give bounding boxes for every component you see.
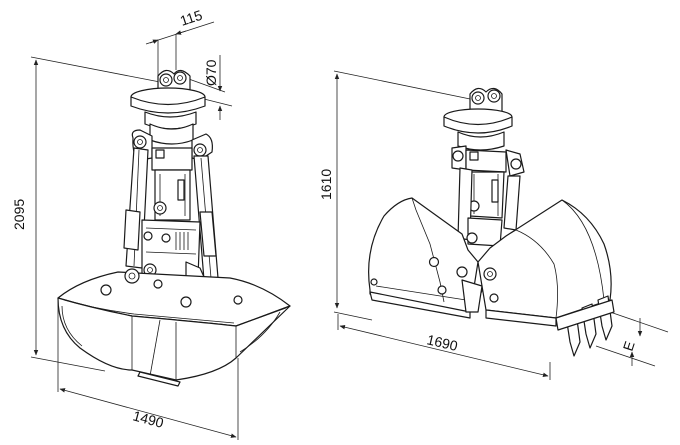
label-length: 1690 — [425, 331, 459, 354]
dimension-1490 — [57, 298, 239, 440]
central-column — [153, 169, 191, 221]
label-tooth-pitch: E — [620, 339, 638, 353]
label-pin-offset: 115 — [178, 7, 204, 29]
label-overall-width: 1490 — [131, 407, 165, 431]
open-grab-drawing — [30, 21, 291, 440]
label-closed-height: 1610 — [318, 169, 334, 200]
dimension-115 — [145, 21, 215, 76]
closed-shell-left — [368, 197, 479, 319]
suspension-eye-closed — [469, 87, 503, 113]
column-closed — [451, 145, 525, 247]
label-pin-diameter: Ø70 — [203, 59, 219, 86]
rotator-head — [130, 87, 206, 145]
closed-grab-teeth — [555, 295, 615, 357]
dimension-2095 — [30, 56, 161, 372]
suspension-eye — [157, 69, 191, 93]
closed-grab-drawing — [333, 70, 669, 380]
dimension-1690 — [337, 314, 551, 380]
dimension-1610 — [333, 70, 476, 321]
rotator-head-closed — [443, 108, 513, 151]
open-bucket — [57, 268, 291, 387]
closed-shell-right — [461, 199, 612, 327]
dimension-e — [595, 311, 669, 367]
label-overall-height: 2095 — [11, 199, 27, 230]
